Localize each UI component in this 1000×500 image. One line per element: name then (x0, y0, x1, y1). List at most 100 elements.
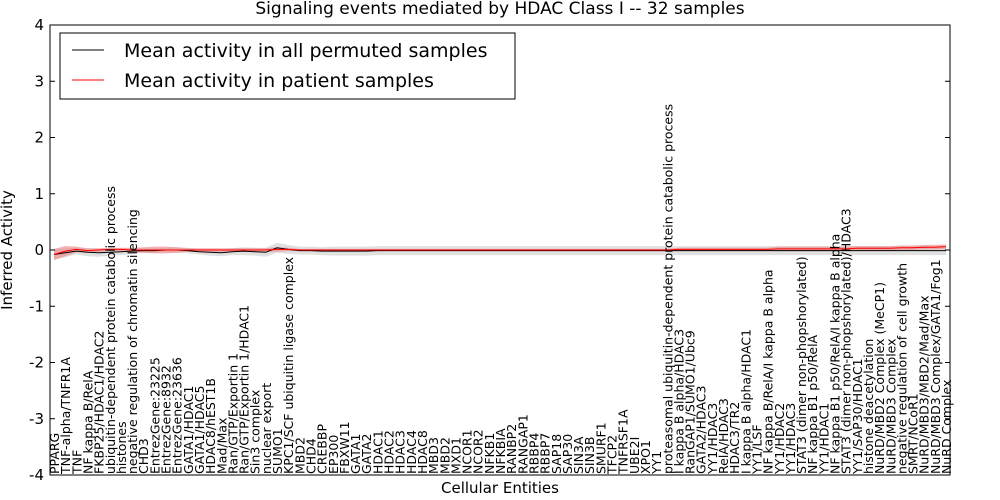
x-category-label: FBXW11 (337, 421, 352, 474)
legend-label-patient: Mean activity in patient samples (124, 70, 434, 92)
x-category-label: negative regulation of cell growth (894, 263, 909, 474)
series-lines (53, 246, 947, 255)
x-category-label: SMRT/NCoR1 (906, 393, 921, 474)
x-category-label: GATA2/HDAC3 (694, 386, 709, 474)
x-category-label: NCOR2 (471, 429, 486, 474)
x-category-label: YY1 (649, 451, 664, 475)
legend-box (59, 32, 516, 100)
x-category-label: HDAC4 (404, 430, 419, 474)
x-category-label: Sin3 complex (248, 390, 263, 474)
x-category-label: I kappa B alpha/HDAC1 (738, 329, 753, 474)
y-axis-ticks: -4 -3 -2 -1 0 1 2 3 4 (29, 16, 950, 484)
x-category-label: NuRD/MBD3/MBD2/Mad/Max (917, 295, 932, 474)
x-category-label: CHD4 (303, 438, 318, 474)
y-tick-label: -1 (29, 297, 44, 315)
x-category-label: TNF-alpha/TNFR1A (58, 357, 73, 475)
x-category-label: nuclear export (259, 383, 274, 474)
x-category-label: Ran/GTP/Exportin 1 (225, 353, 240, 474)
x-category-label: YY1/HDAC1 (816, 403, 831, 475)
x-category-label: NuRD/MBD3 Complex/GATA1/Fog1 (928, 259, 943, 474)
x-category-label: NFKB1 (482, 433, 497, 474)
x-category-label: EntrezGene:23636 (170, 357, 185, 474)
x-category-label: Mad/Max (214, 418, 229, 474)
x-category-label: CHD3 (136, 438, 151, 474)
x-category-label: TNF (69, 450, 84, 475)
confidence-bands (54, 242, 946, 261)
plot-frame (49, 24, 951, 476)
x-category-label: histone deacetylation (861, 339, 876, 474)
x-category-label: SIN3B (582, 437, 597, 475)
y-tick-label: -4 (29, 466, 44, 484)
legend: Mean activity in all permuted samples Me… (59, 32, 516, 100)
x-category-label: SAP30 (560, 434, 575, 474)
x-category-label: MBD2 (437, 437, 452, 474)
x-category-label: NCOR1 (460, 429, 475, 474)
y-tick-label: -3 (29, 410, 44, 428)
y-tick-label: 3 (34, 72, 44, 90)
x-category-label: RanGAP1/SUMO1/Ubc9 (683, 330, 698, 474)
x-category-label: RBBP7 (538, 433, 553, 474)
x-category-label: GATA1/HDAC1 (181, 386, 196, 474)
x-category-label: HDAC1 (370, 430, 385, 474)
x-category-label: EntrezGene:8932 (159, 365, 174, 474)
x-category-label: GATA2 (359, 434, 374, 474)
y-tick-label: 4 (34, 16, 44, 34)
x-category-label: PPARG (47, 433, 62, 474)
chart-title: Signaling events mediated by HDAC Class … (255, 0, 744, 19)
x-category-label: YY1/SAP30/HDAC1 (850, 358, 865, 475)
x-category-label: SMURF1 (593, 422, 608, 474)
x-category-label: UBE2I (627, 437, 642, 474)
permuted-mean-line (53, 247, 946, 255)
y-tick-label: -2 (29, 354, 44, 372)
x-category-label: CREBBP (315, 424, 330, 474)
x-category-label: HDAC3 (393, 430, 408, 474)
x-category-label: NuRD/MBD3 Complex (883, 338, 898, 474)
y-axis-label: Inferred Activity (0, 190, 16, 310)
x-category-label: MBD2 (292, 437, 307, 474)
x-category-label: YY1/HDAC3 (783, 403, 798, 475)
x-category-label: ubiquitin-dependent protein catabolic pr… (103, 186, 118, 474)
x-category-label: STAT3 (dimer non-phopshorylated) (794, 256, 809, 474)
x-category-label: HDAC2 (382, 430, 397, 474)
x-category-label: XPO1 (638, 440, 653, 474)
x-category-label: NF kappa B/RelA/I kappa B alpha (761, 269, 776, 474)
x-category-label: SUMO1 (270, 428, 285, 474)
x-category-label: HDAC3/TR2 (727, 402, 742, 474)
x-category-label: YY1/HDAC3 (705, 403, 720, 475)
x-category-label: NuRD Complex (939, 380, 954, 474)
x-category-label: NF kappa B1 p50/RelA (805, 334, 820, 474)
x-axis-label: Cellular Entities (441, 479, 559, 497)
legend-label-permuted: Mean activity in all permuted samples (124, 40, 487, 62)
x-category-label: I kappa B alpha/HDAC3 (671, 329, 686, 474)
y-tick-label: 0 (34, 241, 44, 259)
x-category-label: Ran/GTP/Exportin 1/HDAC1 (237, 305, 252, 474)
x-category-label: TFCP2 (605, 435, 620, 475)
x-category-label: negative regulation of chromatin silenci… (125, 209, 140, 474)
x-category-label: FKBP25/HDAC1/HDAC2 (92, 331, 107, 474)
x-category-label: GATA1/HDAC5 (192, 386, 207, 474)
x-category-label: RBBP4 (527, 433, 542, 474)
x-category-label: TNFRSF1A (616, 409, 631, 475)
x-category-label: KPC1/SCF ubiquitin ligase complex (281, 257, 296, 474)
x-category-label: YY1/HDAC2 (772, 403, 787, 475)
x-category-label: NFKBIA (493, 428, 508, 474)
x-category-label: HDAC8/hEST1B (203, 378, 218, 474)
x-category-label: histones (114, 421, 129, 474)
x-category-label: proteasomal ubiquitin-dependent protein … (660, 104, 675, 474)
patient-mean-line (53, 246, 947, 255)
y-tick-label: 1 (34, 185, 44, 203)
y-tick-label: 2 (34, 129, 44, 147)
permuted-band (54, 242, 946, 260)
x-category-label: EP300 (326, 435, 341, 474)
x-category-label: GATA1 (348, 434, 363, 474)
x-category-label: YY1/LSF (750, 424, 765, 475)
x-category-label: EntrezGene:23225 (147, 357, 162, 474)
x-category-label: RANGAP1 (515, 414, 530, 474)
x-category-label: NuRD/MBD2 Complex (MeCP1) (872, 282, 887, 474)
x-category-label: MXD1 (448, 437, 463, 474)
x-category-label: SIN3A (571, 436, 586, 474)
x-category-label: HDAC8 (415, 430, 430, 474)
x-category-label: NF kappa B/RelA (81, 370, 96, 474)
